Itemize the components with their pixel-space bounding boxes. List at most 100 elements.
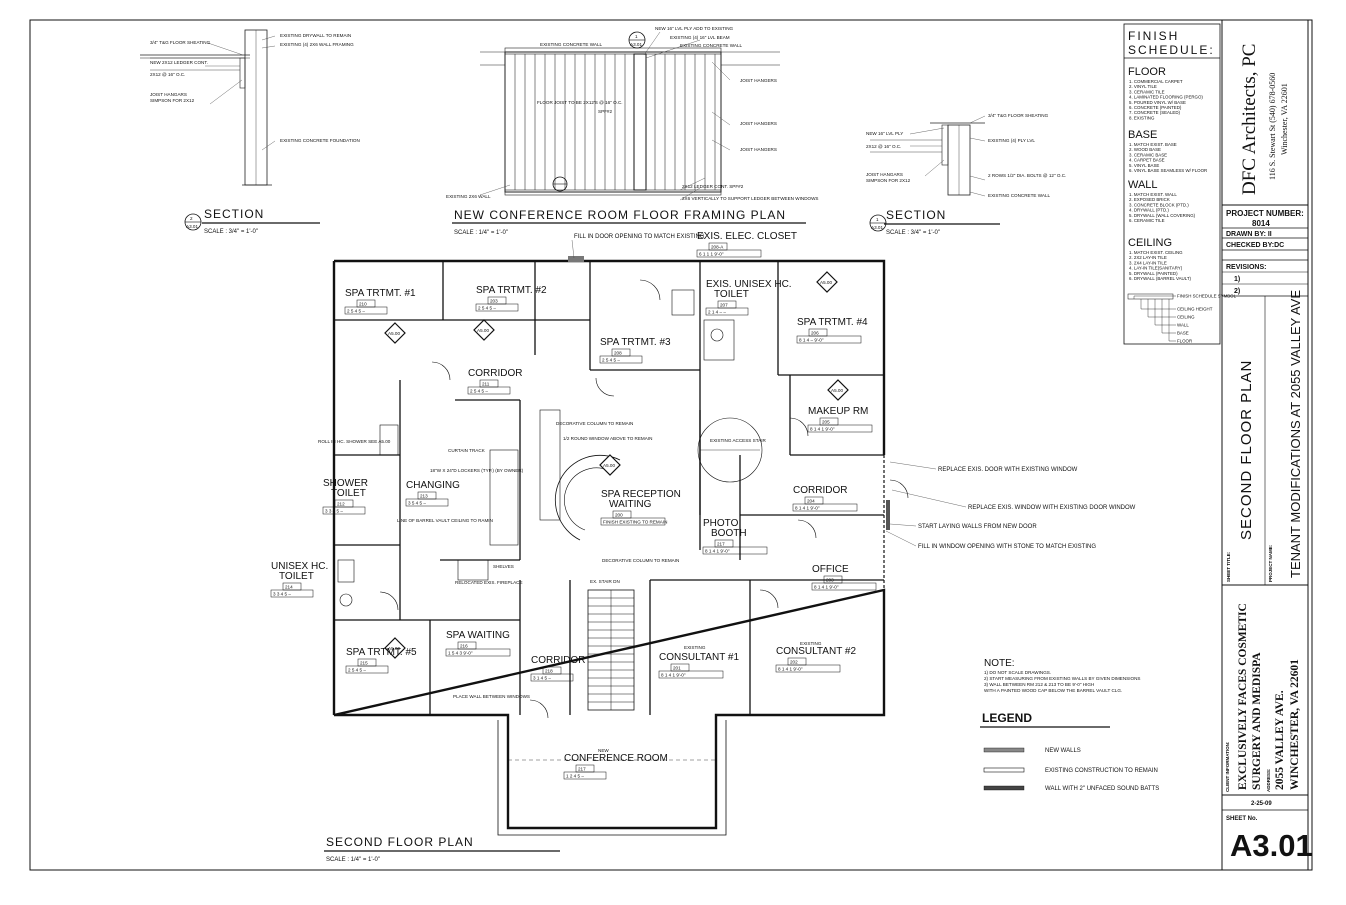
title-block: DFC Architects, PC 116 S. Stewart St (54… xyxy=(1221,19,1313,871)
room-name: SPA TRTMT. #5 xyxy=(346,647,417,658)
room-name: OFFICE xyxy=(812,564,849,575)
firm-city: Winchester, VA 22601 xyxy=(1280,83,1289,155)
note: JOIST HANGERS xyxy=(740,78,777,83)
finish-section-title: BASE xyxy=(1128,129,1157,141)
annotation: FILL IN WINDOW OPENING WITH STONE TO MAT… xyxy=(918,544,1096,550)
section-title: SECTION xyxy=(204,207,264,221)
finish-item: 4. DRYWALL (PTD.) xyxy=(1129,208,1169,213)
room-number: 200 xyxy=(615,513,623,518)
project-number-label: PROJECT NUMBER: xyxy=(1226,209,1304,218)
client-address-label: ADDRESS: xyxy=(1266,768,1271,792)
finish-item: 5. DRYWALL (WALL COVERING) xyxy=(1129,213,1196,218)
detail-tag-icon[interactable]: A5.00 xyxy=(599,454,621,476)
annotation: EXISTING xyxy=(684,645,706,650)
detail-tag-icon[interactable]: A5.00 xyxy=(473,319,495,341)
legend-item: EXISTING CONSTRUCTION TO REMAIN xyxy=(1045,768,1158,774)
detail-tag-icon[interactable]: A5.00 xyxy=(384,637,406,659)
section-detail-left: 3/4" T&G FLOOR SHEATING EXISTING DRYWALL… xyxy=(140,29,360,235)
room-number: 212 xyxy=(337,502,345,507)
room-finish-codes: 2 5 4 5 – xyxy=(347,309,365,314)
finish-item: 8. EXISTING xyxy=(1129,115,1155,120)
room-finish-codes: 2 5 4 5 – xyxy=(602,358,620,363)
general-notes: NOTE: 1) DO NOT SCALE DRAWINGS. 2) START… xyxy=(984,658,1140,693)
note: EXISTING 2X6 WALL xyxy=(446,194,491,199)
detail-tag-icon[interactable]: A5.00 xyxy=(384,322,406,344)
note: EXISTING (4) 2X6 WALL FRAMING xyxy=(280,42,354,47)
note-line: 3) WALL BETWEEN RM 212 & 213 TO BE 9'-0"… xyxy=(984,682,1094,687)
note: 2 ROWS 1/2" DIA. BOLTS @ 12" O.C. xyxy=(988,173,1066,178)
checked-by: CHECKED BY:DC xyxy=(1226,242,1284,249)
room-name: WAITING xyxy=(609,499,652,510)
marker-number: 1 xyxy=(876,217,879,222)
room-name: TOILET xyxy=(279,571,314,582)
finish-key-item: CEILING HEIGHT xyxy=(1177,307,1213,312)
room-number: 217 xyxy=(717,542,725,547)
note: SIMPSON FOR 2X12 xyxy=(150,98,195,103)
detail-tag-icon[interactable]: A5.00 xyxy=(816,271,838,293)
stair-treads xyxy=(588,590,634,710)
plan-scale: SCALE : 1/4" = 1'-0" xyxy=(326,857,380,863)
note: 2X12 @ 16" O.C. xyxy=(866,144,901,149)
room-name: EXIS. ELEC. CLOSET xyxy=(697,231,797,242)
marker-number: 2 xyxy=(190,216,193,221)
sheet-border xyxy=(29,19,1313,871)
room-name: SPA TRTMT. #4 xyxy=(797,317,868,328)
note: NEW 16" LVL PLY ADD TO EXISTING xyxy=(655,26,734,31)
room-number: 210 xyxy=(359,302,367,307)
finish-item: 1. MATCH EXIST. BASE xyxy=(1129,142,1177,147)
framing-plan-scale: SCALE : 1/4" = 1'-0" xyxy=(454,230,508,236)
room-name: CONSULTANT #1 xyxy=(659,652,739,663)
finish-title: FINISH xyxy=(1128,29,1179,43)
note: NEW 16" LVL PLY xyxy=(866,131,903,136)
section-scale: SCALE : 3/4" = 1'-0" xyxy=(886,230,940,236)
annotation: EXISTING xyxy=(800,641,822,646)
marker-sheet: A3.01 xyxy=(871,225,883,230)
legend-title: LEGEND xyxy=(982,711,1032,725)
note: 2X12 @ 16" O.C. xyxy=(150,72,185,77)
finish-section-title: CEILING xyxy=(1128,237,1172,249)
room-finish-codes: 8 1 4 1 9'-0" xyxy=(778,667,803,672)
finish-section-title: FLOOR xyxy=(1128,66,1166,78)
annotation: 18"W X 24"D LOCKERS (TYP.) (BY OWNER) xyxy=(430,468,524,473)
finish-item: 6. DRYWALL (BARREL VAULT) xyxy=(1129,276,1192,281)
room-number: 213 xyxy=(420,494,428,499)
project-number: 8014 xyxy=(1252,219,1270,228)
finish-item: 6. VINYL BASE SEAMLESS W/ FLOOR xyxy=(1129,168,1207,173)
room-number: 208 xyxy=(614,351,622,356)
room-finish-codes: 2 5 4 5 – xyxy=(348,668,366,673)
note-line: WITH A PAINTED WOOD CAP BELOW THE BARREL… xyxy=(984,688,1122,693)
detail-tag-icon[interactable]: A5.00 xyxy=(827,379,849,401)
room-number: 206 xyxy=(811,331,819,336)
room-name: UNISEX HC. xyxy=(271,561,328,572)
client-address: 2055 VALLEY AVE. xyxy=(1274,690,1286,790)
room-name: TOILET xyxy=(331,488,366,499)
revision-1: 1) xyxy=(1234,276,1240,283)
finish-item: 2. 2X2 LAY-IN TILE xyxy=(1129,255,1167,260)
room-number: 201 xyxy=(673,666,681,671)
firm-name: DFC Architects, PC xyxy=(1239,44,1260,195)
